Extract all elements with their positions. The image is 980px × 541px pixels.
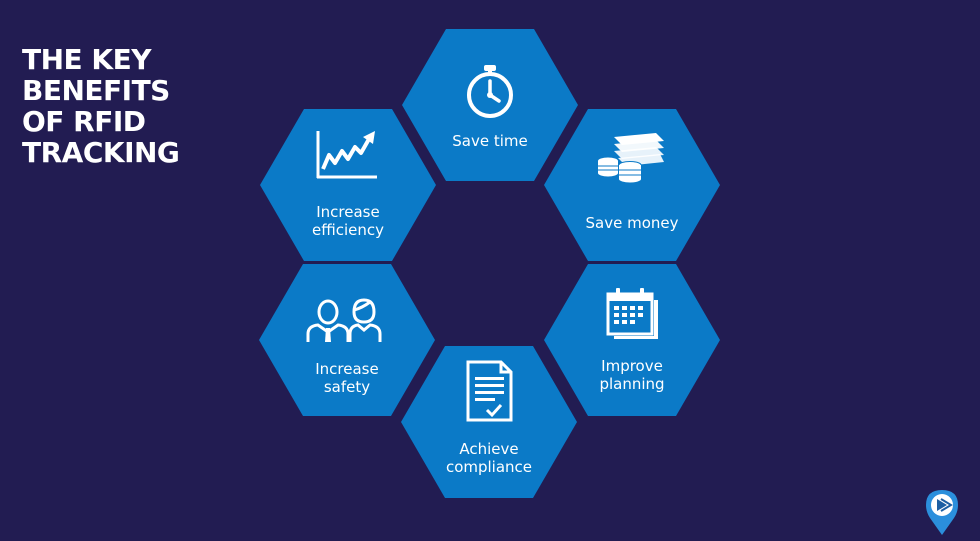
hexagon-improve-planning: Improve planning [544, 264, 720, 416]
benefit-label: Improve planning [599, 357, 665, 393]
benefit-label: Increase safety [315, 360, 379, 396]
hexagon-save-money: Save money [544, 109, 720, 261]
people-icon [306, 298, 382, 342]
title-line: THE KEY [22, 43, 152, 76]
calendar-icon [606, 288, 658, 339]
benefit-label: Save money [585, 214, 679, 232]
page-title: THE KEY BENEFITS OF RFID TRACKING [22, 43, 180, 169]
document-check-icon [466, 360, 513, 422]
benefit-label: Achieve compliance [445, 440, 533, 476]
hexagon-achieve-compliance: Achieve compliance [401, 346, 577, 498]
growth-chart-icon [316, 131, 377, 179]
hexagon-save-time: Save time [402, 29, 578, 181]
money-stack-icon [598, 133, 664, 183]
hexagon-increase-safety: Increase safety [259, 264, 435, 416]
benefit-label: Increase efficiency [311, 203, 384, 239]
title-line: TRACKING [22, 136, 180, 169]
benefit-label: Save time [452, 132, 528, 150]
brand-logo-icon [926, 490, 958, 535]
hexagon-increase-efficiency: Increase efficiency [260, 109, 436, 261]
stopwatch-icon [467, 65, 513, 118]
title-line: OF RFID [22, 105, 146, 138]
title-line: BENEFITS [22, 74, 170, 107]
